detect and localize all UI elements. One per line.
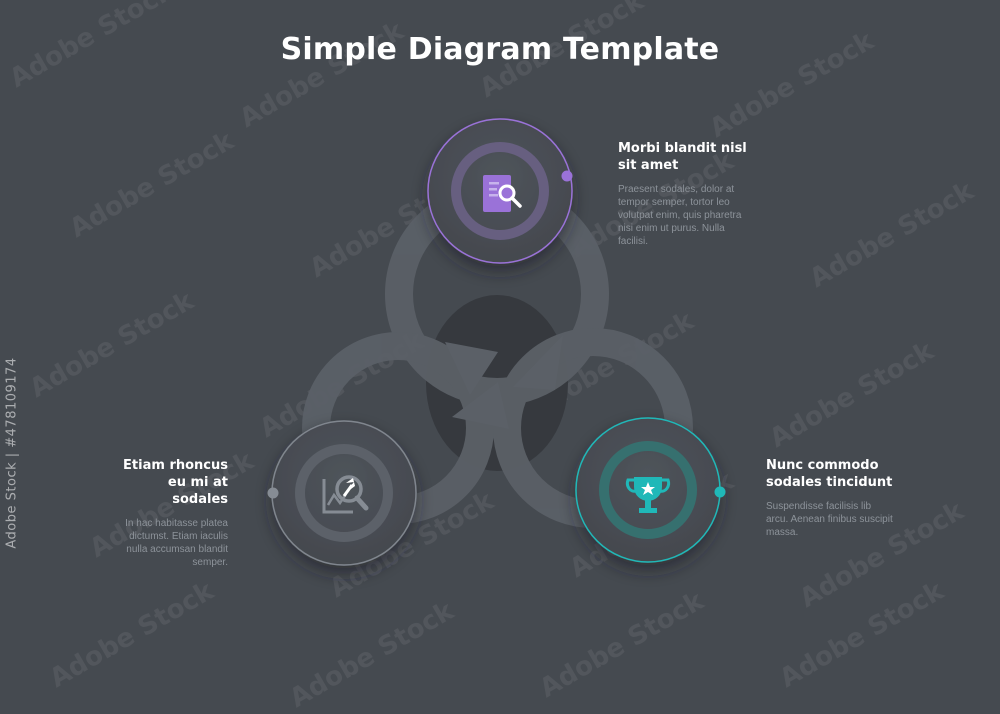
- step-top-body: Praesent sodales, dolor at tempor semper…: [618, 184, 742, 247]
- node-right-connector-dot: [714, 486, 726, 498]
- document-search-icon: [483, 175, 522, 212]
- node-top-connector-dot: [561, 170, 573, 182]
- arrow-head-left: [445, 342, 498, 395]
- page-title: Simple Diagram Template: [280, 32, 720, 67]
- step-right-body: Suspendisse facilisis lib arcu. Aenean f…: [766, 501, 893, 538]
- arrow-head-right: [452, 382, 509, 429]
- node-right[interactable]: [575, 417, 726, 563]
- node-right-inner-ring: [599, 441, 697, 539]
- chart-magnifier-icon: [322, 475, 369, 514]
- node-top-outline: [427, 118, 573, 264]
- step-top-heading: Morbi blandit nisl sit amet: [618, 141, 747, 173]
- trophy-icon: [625, 477, 671, 513]
- node-left-inner-ring: [295, 444, 393, 542]
- step-right-heading: Nunc commodo sodales tincidunt: [766, 458, 893, 490]
- node-top-inner-ring: [451, 142, 549, 240]
- step-left-heading: Etiam rhoncus eu mi at sodales: [123, 458, 228, 507]
- step-top-text: Morbi blandit nisl sit amet Praesent sod…: [618, 140, 748, 248]
- node-left-disc: [271, 420, 417, 566]
- step-right-text: Nunc commodo sodales tincidunt Suspendis…: [766, 457, 896, 539]
- step-left-body: In hac habitasse platea dictumst. Etiam …: [125, 518, 228, 568]
- node-top[interactable]: [427, 118, 573, 264]
- step-left-text: Etiam rhoncus eu mi at sodales In hac ha…: [108, 457, 228, 569]
- cycle-diagram: [267, 118, 726, 566]
- node-left-connector-dot: [267, 487, 279, 499]
- cycle-arrows: [445, 335, 563, 429]
- arrow-head-top: [513, 335, 563, 390]
- node-left[interactable]: [267, 420, 418, 566]
